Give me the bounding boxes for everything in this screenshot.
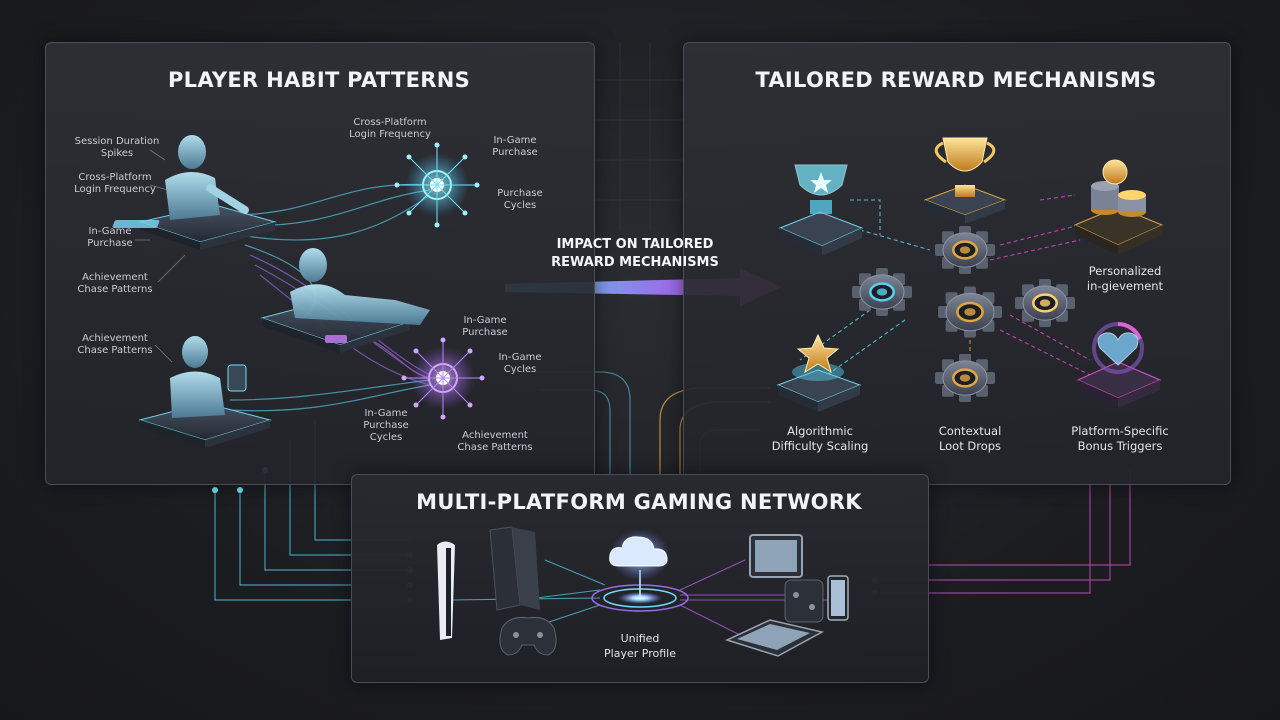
label-personalized-achievement: Personalized in-gievement xyxy=(1086,264,1164,293)
label-in-game-purchase: In-Game Purchase xyxy=(462,315,508,338)
console-icon xyxy=(437,541,455,640)
cloud-icon xyxy=(609,529,670,581)
label-achievement-chase: Achievement Chase Patterns xyxy=(457,430,533,453)
impact-note: IMPACT ON TAILORED REWARD MECHANISMS xyxy=(551,237,719,270)
heart-badge-icon xyxy=(1076,322,1162,408)
handheld-icon xyxy=(784,579,824,623)
player-figure-icon xyxy=(138,336,272,448)
player-figure-icon xyxy=(112,135,277,250)
player-figure-icon xyxy=(260,248,430,353)
console-icon xyxy=(489,526,540,611)
gear-icon xyxy=(935,354,995,402)
hub-node-icon xyxy=(401,337,485,420)
label-difficulty-scaling: Algorithmic Difficulty Scaling xyxy=(771,424,869,453)
label-in-game-purchase: In-Game Purchase xyxy=(492,135,538,158)
star-icon xyxy=(776,333,862,412)
trophy-icon xyxy=(778,164,864,256)
gear-icon xyxy=(852,268,912,316)
label-achievement-chase: Achievement Chase Patterns xyxy=(77,333,153,356)
tablet-icon xyxy=(724,619,825,657)
gear-icon xyxy=(935,226,995,274)
label-purchase-cycles: Purchase Cycles xyxy=(497,188,543,211)
label-bonus-triggers: Platform-Specific Bonus Triggers xyxy=(1071,424,1169,453)
label-achievement-chase: Achievement Chase Patterns xyxy=(77,272,153,295)
coin-stack-icon xyxy=(1073,159,1164,255)
tablet-icon xyxy=(749,534,803,578)
label-in-game-purchase: In-Game Purchase xyxy=(87,226,133,249)
panel-title-tailored-rewards: TAILORED REWARD MECHANISMS xyxy=(755,68,1157,92)
label-loot-drops: Contextual Loot Drops xyxy=(938,424,1002,453)
label-purchase-cycles: In-Game Purchase Cycles xyxy=(363,408,409,443)
label-login-frequency: Cross-Platform Login Frequency xyxy=(74,172,156,195)
gear-icon xyxy=(938,286,1002,338)
label-session-duration-spikes: Session Duration Spikes xyxy=(74,136,160,159)
panel-title-player-habits: PLAYER HABIT PATTERNS xyxy=(167,68,471,92)
label-login-frequency: Cross-Platform Login Frequency xyxy=(349,117,431,140)
panel-title-gaming-network: MULTI-PLATFORM GAMING NETWORK xyxy=(416,490,862,514)
phone-icon xyxy=(827,575,849,621)
gamepad-icon xyxy=(499,617,557,656)
label-in-game-cycles: In-Game Cycles xyxy=(498,352,542,375)
label-unified-player-profile: Unified Player Profile xyxy=(604,632,676,660)
gear-cluster xyxy=(852,226,1075,402)
trophy-icon xyxy=(923,137,1007,224)
hub-node-icon xyxy=(394,142,480,228)
gear-icon xyxy=(1015,279,1075,327)
